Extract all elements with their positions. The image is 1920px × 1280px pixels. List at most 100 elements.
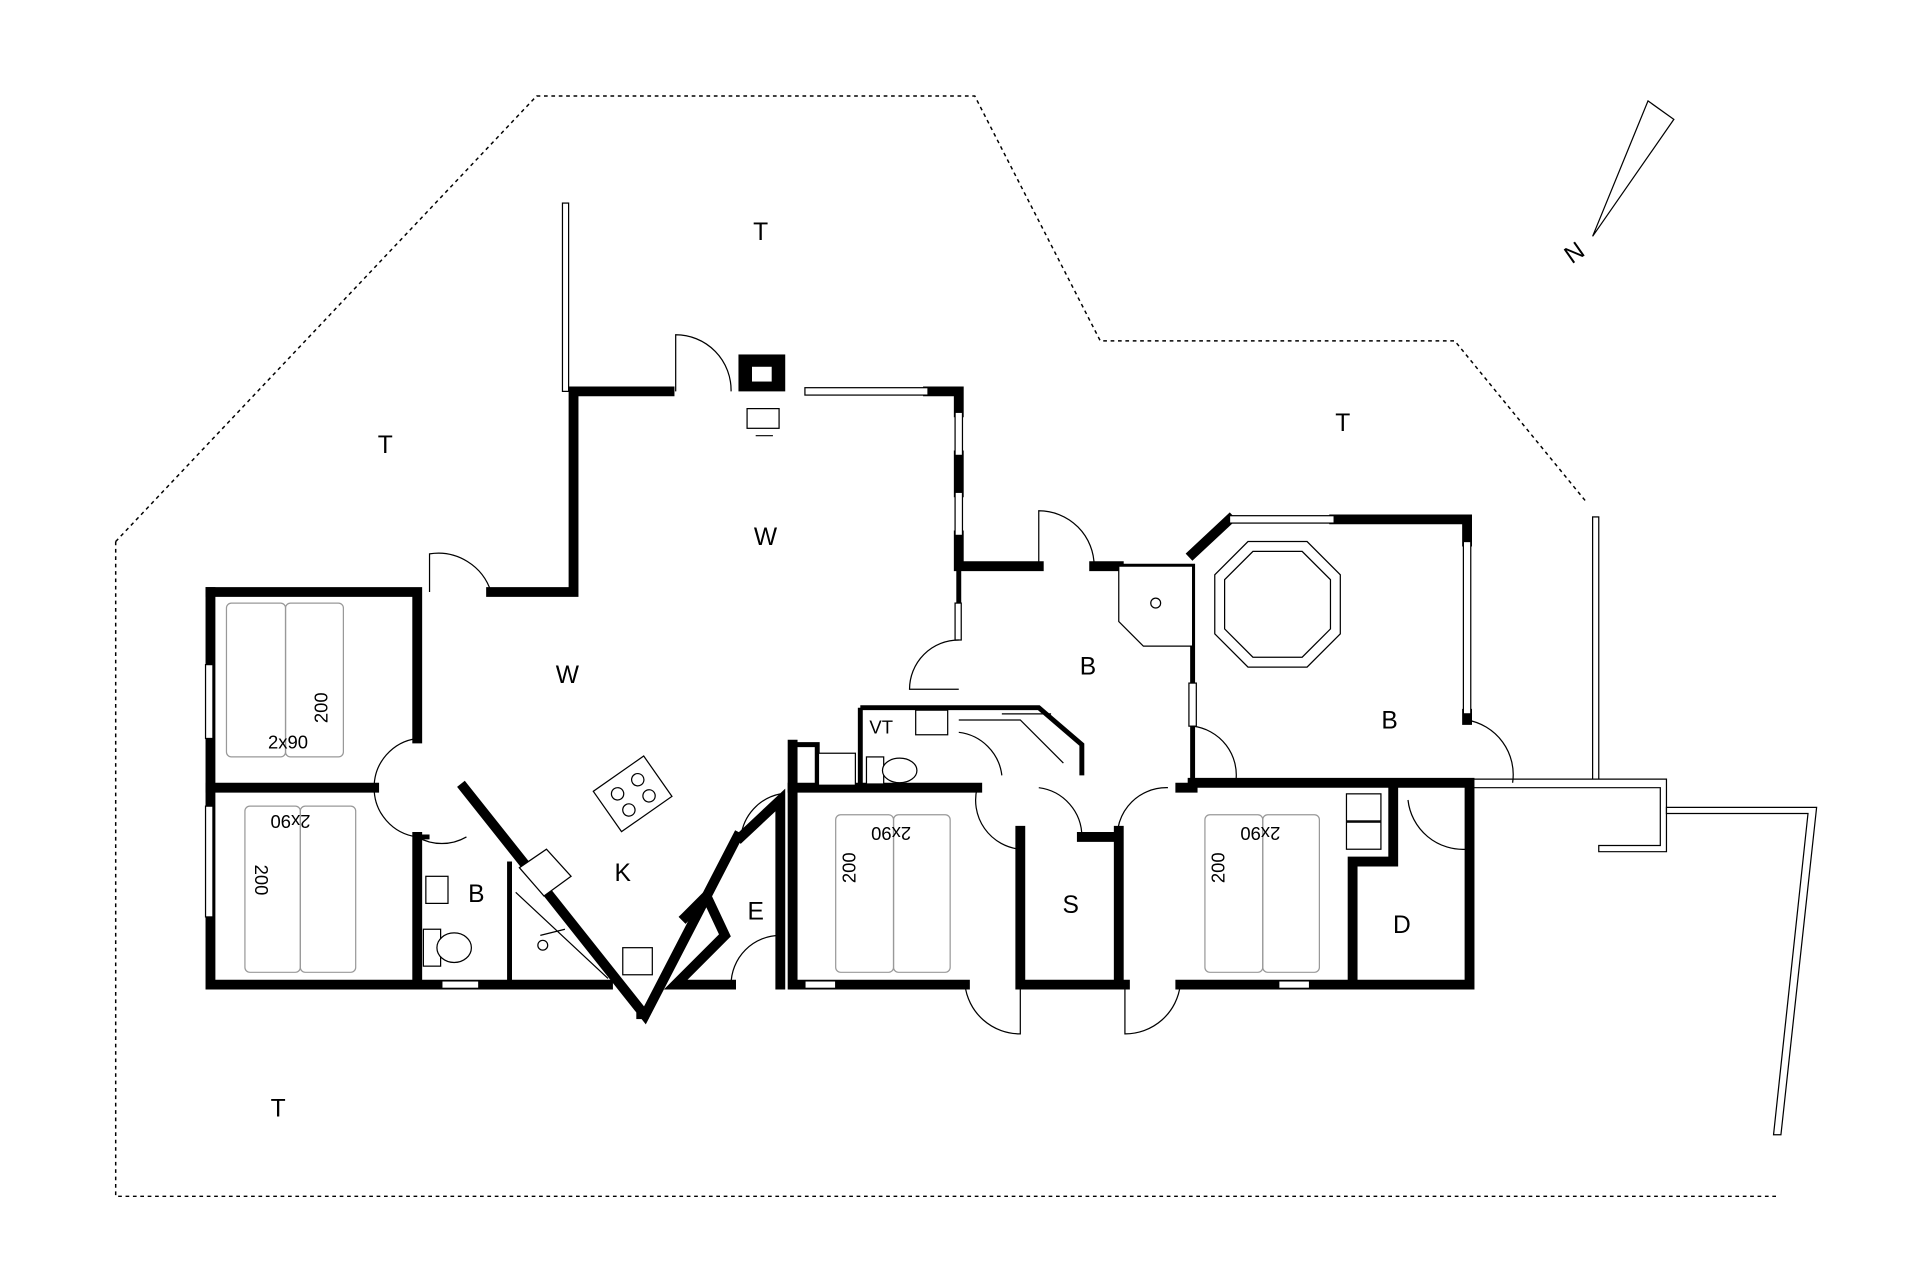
door-entrance[interactable] <box>730 934 781 985</box>
label-terrace-top: T <box>753 219 768 246</box>
bed-length: 200 <box>1208 852 1229 883</box>
label-terrace-right: T <box>1335 410 1350 437</box>
bed-length: 200 <box>838 852 859 883</box>
window <box>804 387 929 396</box>
window <box>954 411 964 456</box>
wall <box>923 386 1044 572</box>
door-hall-b[interactable] <box>1038 510 1095 567</box>
wall <box>1347 782 1399 984</box>
fireplace-hearth <box>746 408 780 429</box>
deck-fence-right <box>1665 806 1818 1136</box>
window <box>954 491 964 537</box>
label-bath-spa: B <box>1381 708 1397 735</box>
window <box>804 980 837 989</box>
door-bedroom-right[interactable] <box>1116 787 1169 850</box>
window <box>204 805 214 918</box>
door-storage[interactable] <box>1038 787 1083 837</box>
fence-right <box>1592 516 1600 784</box>
label-living-lower: W <box>556 662 580 689</box>
door-spa[interactable] <box>1192 725 1237 783</box>
plot-boundary <box>115 95 1588 543</box>
label-bath-center: B <box>1080 653 1096 680</box>
wall <box>663 887 736 990</box>
label-utility: D <box>1393 912 1411 939</box>
bed-2: 2x90 200 <box>244 805 357 973</box>
fixtures <box>422 408 1382 979</box>
cabinet <box>1345 793 1382 822</box>
north-arrow-icon <box>1592 99 1675 237</box>
door-bedroom-lower[interactable] <box>373 787 418 838</box>
stairs-post <box>537 939 549 951</box>
bed-size: 2x90 <box>871 823 911 844</box>
label-terrace-left: T <box>378 432 393 459</box>
door-bath-left[interactable] <box>416 836 467 845</box>
compass-label: N <box>1560 237 1590 269</box>
label-entrance: E <box>747 898 763 925</box>
cabinet <box>817 752 856 786</box>
bed-half <box>299 805 357 973</box>
bed-3: 2x90 200 <box>835 814 951 973</box>
corner-post <box>636 1006 649 1020</box>
bed-half <box>284 602 344 758</box>
doors <box>373 334 1514 1035</box>
toilet-bowl-icon <box>881 757 918 784</box>
chimney-flue <box>752 366 772 382</box>
bed-length: 200 <box>310 692 331 723</box>
kitchen-sink-icon <box>622 947 653 976</box>
sink-icon <box>915 709 949 736</box>
wall <box>787 739 970 990</box>
door-bedroom-left[interactable] <box>373 737 418 788</box>
window <box>441 980 480 989</box>
windows <box>204 387 1472 989</box>
bed-size: 2x90 <box>270 811 310 832</box>
door-spa-outside[interactable] <box>1466 719 1514 783</box>
label-bath-left: B <box>468 881 484 908</box>
window <box>1462 540 1472 715</box>
wall <box>1185 512 1472 725</box>
label-living-upper: W <box>754 524 778 551</box>
window <box>1188 682 1197 727</box>
wall <box>792 705 1085 791</box>
wall <box>205 587 423 744</box>
door-bedroom-upper[interactable] <box>428 552 492 593</box>
window <box>1228 515 1335 524</box>
door-toilet[interactable] <box>958 731 1003 776</box>
wall <box>417 834 512 985</box>
door-outside-mid[interactable] <box>964 984 1021 1035</box>
bed-4: 2x90 200 <box>1204 814 1320 973</box>
cabinet <box>1345 821 1382 850</box>
stairs <box>518 848 572 897</box>
label-kitchen: K <box>615 860 632 887</box>
spa-tub-inner <box>1224 550 1332 658</box>
wall <box>733 788 786 990</box>
bed-size: 2x90 <box>268 731 308 752</box>
label-terrace-bottom: T <box>271 1095 286 1122</box>
plot-boundary-bottom <box>114 541 1780 1198</box>
wall <box>1175 777 1475 990</box>
sink-icon <box>425 875 449 905</box>
fence-left <box>561 202 570 392</box>
stove-icon <box>592 755 673 833</box>
door-bedroom-mid[interactable] <box>975 787 1021 850</box>
door-terrace[interactable] <box>675 334 732 392</box>
toilet-bowl-icon <box>436 932 473 964</box>
label-storage: S <box>1063 892 1079 919</box>
window <box>204 664 214 740</box>
door-living-b[interactable] <box>908 639 959 690</box>
label-toilet: VT <box>869 717 893 738</box>
stairs-line <box>515 891 609 979</box>
wall <box>486 386 675 597</box>
toilet-icon <box>865 756 885 785</box>
bed-length: 200 <box>251 865 272 896</box>
door-kitchen[interactable] <box>740 793 781 837</box>
bed-half <box>892 814 951 973</box>
window <box>954 602 962 641</box>
bed-half <box>1262 814 1320 973</box>
door-utility[interactable] <box>1407 799 1468 850</box>
bed-size: 2x90 <box>1240 823 1280 844</box>
window <box>1278 980 1311 989</box>
kitchen-counter <box>958 713 1064 764</box>
deck-fence <box>1468 778 1668 853</box>
door-outside-right[interactable] <box>1124 984 1181 1035</box>
